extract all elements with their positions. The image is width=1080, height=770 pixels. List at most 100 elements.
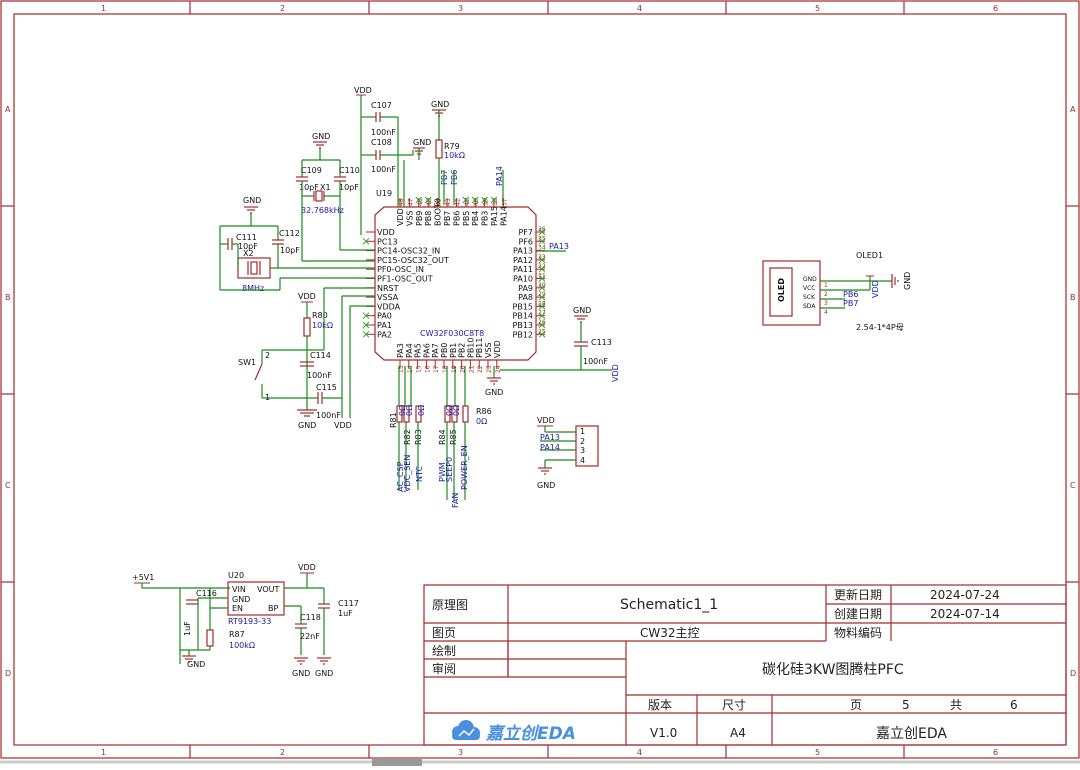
mcu-pin-label-top: PA14 bbox=[499, 206, 508, 226]
tb-page-value: CW32主控 bbox=[640, 626, 700, 640]
gnd-net-x1: GND bbox=[312, 132, 330, 141]
c113-decoupling[interactable]: GND C113 100nF VDD GND bbox=[485, 306, 620, 397]
mcu-pin-number-right: 35 bbox=[538, 235, 546, 242]
c116-ref: C116 bbox=[196, 589, 217, 598]
r81-ref: R81 bbox=[389, 412, 398, 428]
mcu-pin-number-bottom: 19 bbox=[451, 365, 458, 373]
mcu-pin-number-bottom: 22 bbox=[477, 365, 484, 373]
tb-size-value: A4 bbox=[730, 726, 746, 740]
mcu-pin-label-bottom: PB2 bbox=[458, 343, 467, 358]
oled-pin-sck: SCK bbox=[803, 294, 816, 301]
mcu-pin-label-left: PA0 bbox=[377, 312, 392, 321]
swd-header[interactable]: VDD GND PA13 PA14 1 2 3 4 bbox=[537, 416, 599, 490]
ldo-u20[interactable]: +5V1 U20 RT9193-33 VIN GND EN VOUT BP R8… bbox=[132, 563, 359, 678]
row-label-a: A bbox=[5, 105, 11, 114]
c112-ref: C112 bbox=[279, 229, 300, 238]
c107-ref: C107 bbox=[371, 101, 392, 110]
logo-text: 嘉立创EDA bbox=[485, 724, 576, 744]
tb-drawn-label: 绘制 bbox=[432, 643, 456, 658]
tb-created-label: 创建日期 bbox=[834, 607, 882, 621]
mcu-pin-label-top: PA15 bbox=[490, 206, 499, 226]
p5v-net: +5V1 bbox=[132, 573, 154, 582]
r84-ref: R84 bbox=[438, 429, 447, 445]
r85-val: 0Ω bbox=[452, 405, 461, 416]
r79-boot0-pulldown[interactable]: GND R79 10kΩ bbox=[431, 100, 465, 205]
mcu-part: CW32F030C8T8 bbox=[420, 329, 484, 338]
vdd-net-header: VDD bbox=[537, 416, 555, 425]
mcu-pin-label-left: VDDA bbox=[377, 302, 401, 311]
mcu-pin-label-left: PC15-OSC32_OUT bbox=[377, 256, 449, 265]
gnd-net-r79: GND bbox=[431, 100, 449, 109]
mcu-pin-number-bottom: 15 bbox=[416, 365, 423, 373]
no-connect-mark bbox=[538, 312, 546, 320]
r82-ref: R82 bbox=[403, 429, 412, 445]
hse-crystal-group[interactable]: GND C111 10pF C112 10pF X2 8MHz bbox=[219, 196, 375, 293]
mcu-pin-number-right: 30 bbox=[538, 282, 546, 289]
gnd-net-mcu-bottom: GND bbox=[485, 388, 503, 397]
pa13-right-label: PA13 bbox=[536, 242, 569, 252]
gnd-net-header: GND bbox=[537, 481, 555, 490]
no-connect-mark bbox=[538, 303, 546, 310]
lse-crystal-group[interactable]: GND C109 10pF C110 10pF X1 32.768kHz bbox=[296, 132, 375, 262]
power-en-net: POWER_EN bbox=[460, 445, 469, 490]
row-label-c: C bbox=[5, 481, 11, 490]
oled-pin-sda: SDA bbox=[803, 303, 816, 310]
c108-ref: C108 bbox=[371, 138, 392, 147]
header-pin-4: 4 bbox=[580, 456, 585, 465]
mcu-pin-label-left: VDD bbox=[377, 228, 395, 237]
col-label-1-bottom: 1 bbox=[101, 748, 106, 757]
pa13-net-header: PA13 bbox=[540, 433, 560, 442]
c109-ref: C109 bbox=[301, 166, 322, 175]
no-connect-mark bbox=[538, 275, 546, 282]
mcu-pin-number-bottom: 24 bbox=[495, 365, 502, 373]
mcu-pin-label-bottom: PA7 bbox=[431, 343, 440, 358]
vdd-net-ldo: VDD bbox=[298, 563, 316, 572]
x2-val: 8MHz bbox=[242, 284, 264, 293]
c112-val: 10pF bbox=[280, 246, 300, 255]
oled-module[interactable]: OLED1 OLED GND VCC SCK SDA 1 2 3 4 PB6 P… bbox=[762, 251, 912, 332]
col-label-3: 3 bbox=[458, 4, 463, 13]
mcu-pin-label-left: NRST bbox=[377, 284, 399, 293]
mcu-pin-label-right: PA9 bbox=[518, 284, 533, 293]
c108-val: 100nF bbox=[371, 165, 396, 174]
col-label-1: 1 bbox=[101, 4, 106, 13]
col-label-5: 5 bbox=[815, 4, 820, 13]
mcu-pin-number-right: 32 bbox=[538, 263, 546, 270]
row-label-b-right: B bbox=[1070, 293, 1076, 302]
u20-pin-vout: VOUT bbox=[257, 585, 279, 594]
x2-ref: X2 bbox=[243, 249, 254, 258]
no-connect-mark bbox=[424, 196, 432, 204]
fan-net: FAN bbox=[451, 493, 460, 508]
no-connect-mark bbox=[362, 237, 370, 245]
no-connect-mark bbox=[490, 196, 498, 204]
no-connect-mark bbox=[538, 330, 546, 338]
mcu-pin-label-bottom: PB0 bbox=[440, 343, 449, 358]
row-label-b: B bbox=[5, 293, 11, 302]
tb-version-label: 版本 bbox=[648, 698, 672, 712]
tb-project-title: 碳化硅3KW图腾柱PFC bbox=[762, 661, 904, 678]
mcu-pin-number-right: 36 bbox=[538, 226, 546, 233]
u20-pin-bp: BP bbox=[268, 604, 278, 613]
r80-ref: R80 bbox=[312, 311, 328, 320]
c115-ref: C115 bbox=[316, 383, 337, 392]
oled-pin-num-3: 3 bbox=[824, 300, 828, 307]
mcu-pin-label-bottom: VDD bbox=[493, 340, 502, 358]
gnd-net-ldo-in: GND bbox=[187, 660, 205, 669]
reset-network[interactable]: VDD R80 10kΩ C114 100nF 2 1 SW1 C115 100… bbox=[238, 287, 375, 430]
mcu-u19[interactable]: U19 CW32F030C8T8 VDDPC13PC14-OSC32_INPC1… bbox=[362, 189, 546, 373]
r82-val: 0Ω bbox=[405, 405, 414, 416]
mcu-pin-number-right: 25 bbox=[538, 328, 546, 335]
bottom-resistors[interactable]: R81 0Ω R82 0Ω R83 0Ω R84 0Ω R85 0Ω R86 0… bbox=[389, 366, 492, 508]
mcu-pin-label-right: PA10 bbox=[513, 275, 533, 284]
tb-version-value: V1.0 bbox=[650, 726, 677, 740]
mcu-pin-label-top: PB5 bbox=[462, 211, 471, 226]
no-connect-mark bbox=[471, 196, 479, 204]
seep0-net: SEEP0 bbox=[445, 457, 454, 482]
sw1-pin2: 2 bbox=[265, 351, 270, 360]
col-label-4: 4 bbox=[637, 4, 642, 13]
r86-val: 0Ω bbox=[476, 417, 487, 426]
c115-val: 100nF bbox=[316, 411, 341, 420]
mcu-pin-label-top: PB9 bbox=[415, 211, 424, 226]
tb-updated-value: 2024-07-24 bbox=[930, 588, 1000, 602]
r81-val: 0Ω bbox=[398, 405, 407, 416]
